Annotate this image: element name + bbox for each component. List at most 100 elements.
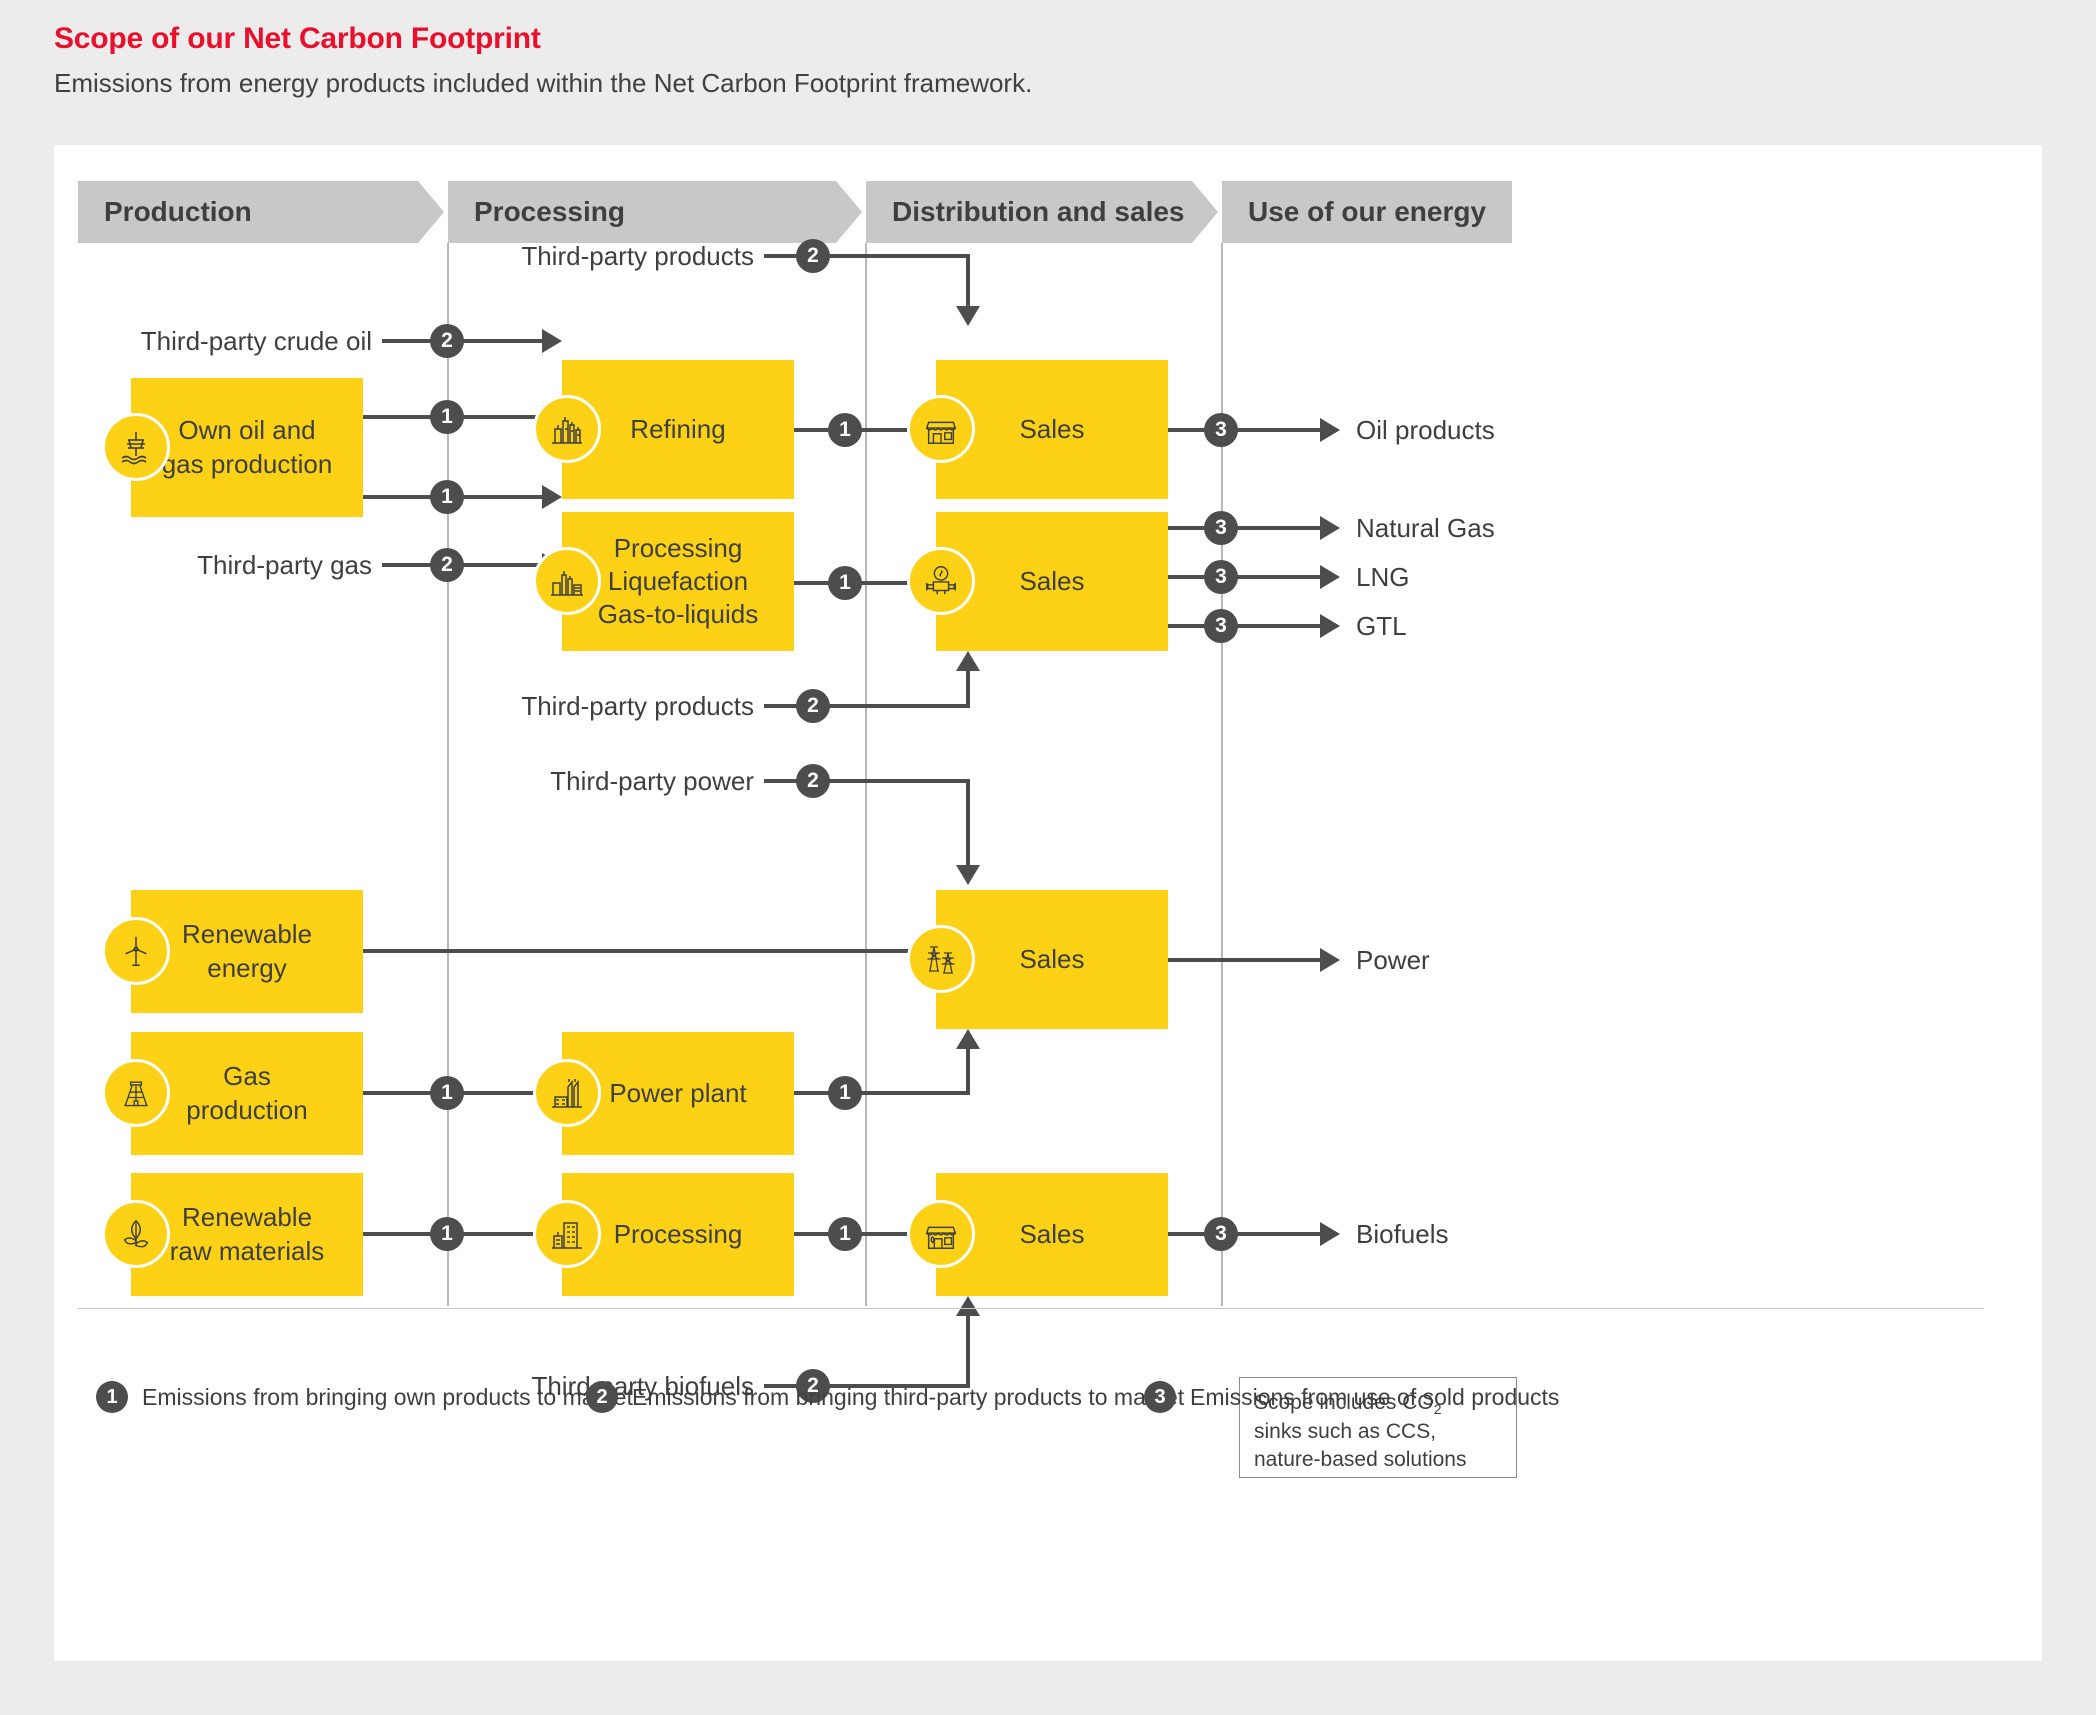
badge-oil-products: 3 [1204, 413, 1238, 447]
badge-third-party-power: 2 [796, 764, 830, 798]
gtl-line [1168, 624, 1322, 628]
node-label: Power plant [609, 1077, 747, 1108]
output-label-natural-gas: Natural Gas [1356, 513, 1495, 543]
power-output-line [1168, 958, 1322, 962]
stage-divider-2 [865, 243, 867, 1306]
lng-line [1168, 575, 1322, 579]
stage-divider-3 [1221, 243, 1223, 1306]
badge-own-to-refining: 1 [430, 400, 464, 434]
third-party-products-top-drop [966, 254, 970, 308]
stage-label: Distribution and sales [892, 196, 1185, 227]
badge-lng: 3 [1204, 560, 1238, 594]
legend-item-3: 3 Emissions from use of sold products [1144, 1381, 1559, 1413]
badge-third-party-gas: 2 [430, 548, 464, 582]
badge-third-party-biofuels: 2 [796, 1369, 830, 1403]
pylon-icon [907, 925, 975, 993]
natural-gas-line [1168, 526, 1322, 530]
power-plant-icon [533, 1059, 601, 1127]
third-party-power-arrowhead [956, 865, 980, 885]
third-party-crude-oil-label: Third-party crude oil [140, 326, 372, 356]
stage-label: Processing [474, 196, 625, 227]
badge-natural-gas: 3 [1204, 511, 1238, 545]
third-party-gas-label: Third-party gas [197, 550, 372, 580]
third-party-products-mid-label: Third-party products [521, 691, 754, 721]
scope-note-subscript: 2 [1433, 1401, 1442, 1418]
scope-note-box: Scope includes CO2 sinks such as CCS, na… [1239, 1377, 1517, 1478]
output-label-lng: LNG [1356, 562, 1410, 592]
third-party-products-top-label: Third-party products [521, 241, 754, 271]
node-label: Sales [1019, 413, 1085, 444]
page-subtitle: Emissions from energy products included … [54, 68, 1033, 98]
own-to-gasproc-arrowhead [542, 485, 562, 509]
node-label: Sales [1019, 943, 1085, 974]
legend-badge-1: 1 [96, 1381, 128, 1413]
wind-turbine-icon [102, 917, 170, 985]
storefront-icon [907, 395, 975, 463]
output-label-gtl: GTL [1356, 611, 1407, 641]
legend-divider [78, 1308, 1984, 1309]
oil-products-arrowhead [1320, 418, 1340, 442]
powerplant-to-sales-arrowhead [956, 1029, 980, 1049]
node-sales-gas: Sales [936, 512, 1168, 651]
diagram-card: Production Processing Distribution and s… [54, 145, 2042, 1661]
badge-gtl: 3 [1204, 609, 1238, 643]
third-party-products-mid-rise [966, 671, 970, 706]
powerplant-to-sales-rise [966, 1049, 970, 1095]
badge-gasproc-to-sales: 1 [828, 566, 862, 600]
stage-header-processing: Processing [448, 181, 862, 243]
badge-bioproc-to-sales: 1 [828, 1217, 862, 1251]
stage-label: Use of our energy [1248, 196, 1487, 227]
lng-arrowhead [1320, 565, 1340, 589]
output-label-oil-products: Oil products [1356, 415, 1495, 445]
output-label-biofuels: Biofuels [1356, 1219, 1449, 1249]
badge-biofuels: 3 [1204, 1217, 1238, 1251]
refinery-icon [533, 395, 601, 463]
badge-third-party-products-top: 2 [796, 239, 830, 273]
output-label-power: Power [1356, 945, 1430, 975]
power-output-arrowhead [1320, 948, 1340, 972]
legend-badge-2: 2 [586, 1381, 618, 1413]
biofuels-output-arrowhead [1320, 1222, 1340, 1246]
node-label: Processing [613, 1218, 743, 1249]
third-party-power-drop [966, 779, 970, 867]
badge-third-party-products-mid: 2 [796, 689, 830, 723]
legend-badge-3: 3 [1144, 1381, 1176, 1413]
node-label: Refining [630, 413, 726, 444]
stage-label: Production [104, 196, 252, 227]
third-party-power-line [764, 779, 970, 783]
legend-text-1: Emissions from bringing own products to … [142, 1383, 633, 1410]
natural-gas-arrowhead [1320, 516, 1340, 540]
scope-note-line3: nature-based solutions [1254, 1447, 1467, 1471]
node-label: Sales [1019, 1218, 1085, 1249]
stage-divider-1 [447, 243, 449, 1306]
third-party-biofuels-arrowhead [956, 1296, 980, 1316]
third-party-products-top-line [764, 254, 970, 258]
stage-header-distribution: Distribution and sales [866, 181, 1218, 243]
renewable-to-sales-line [363, 949, 916, 953]
third-party-products-mid-line [764, 704, 970, 708]
badge-rawmat-to-processing: 1 [430, 1217, 464, 1251]
legend-item-1: 1 Emissions from bringing own products t… [96, 1381, 633, 1413]
badge-own-to-gasproc: 1 [430, 480, 464, 514]
third-party-products-mid-arrowhead [956, 651, 980, 671]
factory-icon [533, 1200, 601, 1268]
third-party-crude-oil-arrowhead [542, 329, 562, 353]
derrick-icon [102, 1059, 170, 1127]
biofuels-output-line [1168, 1232, 1322, 1236]
biofuel-storefront-icon [907, 1200, 975, 1268]
third-party-power-label: Third-party power [550, 766, 754, 796]
stage-header-use: Use of our energy [1222, 181, 1512, 243]
node-power-plant: Power plant [562, 1032, 794, 1155]
third-party-biofuels-rise [966, 1316, 970, 1388]
badge-third-party-crude-oil: 2 [430, 324, 464, 358]
badge-refining-to-sales: 1 [828, 413, 862, 447]
legend-text-3: Emissions from use of sold products [1190, 1383, 1560, 1410]
third-party-biofuels-label: Third-party biofuels [531, 1371, 754, 1401]
legend-item-2: 2 Emissions from bringing third-party pr… [586, 1381, 1184, 1413]
third-party-biofuels-line [764, 1384, 970, 1388]
legend-text-2: Emissions from bringing third-party prod… [632, 1383, 1185, 1410]
